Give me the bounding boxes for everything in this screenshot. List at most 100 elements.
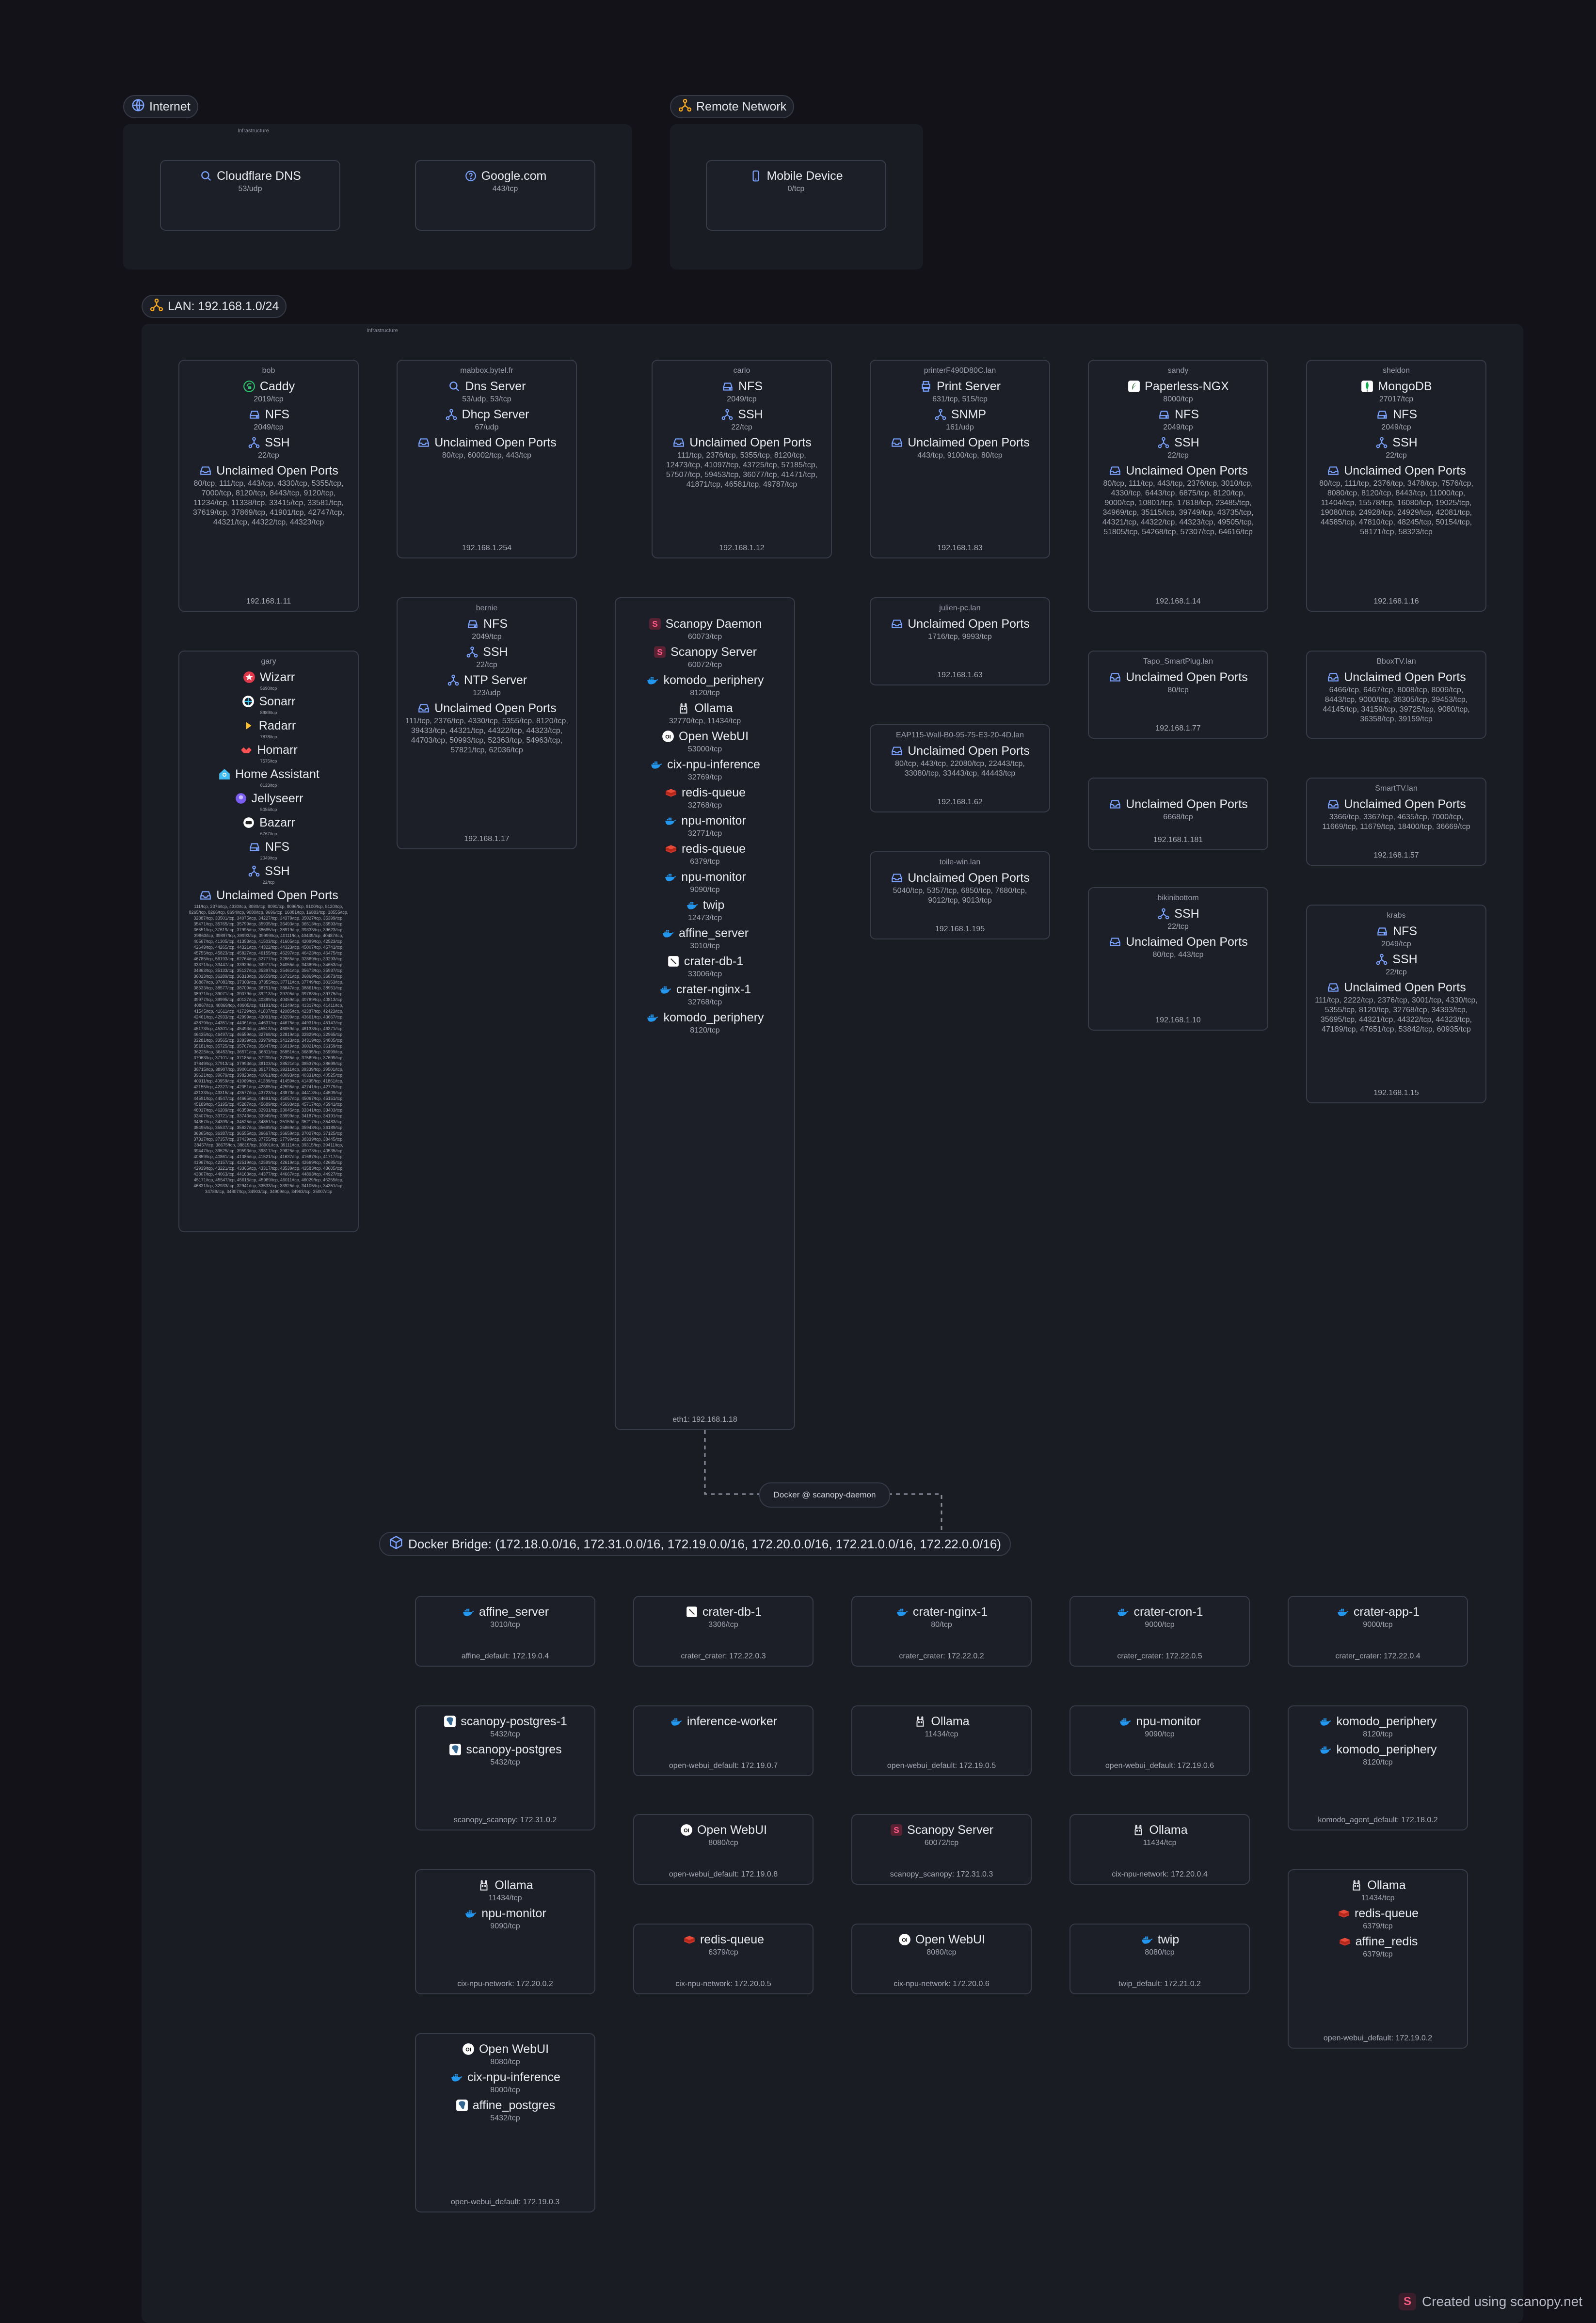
service-entry[interactable]: inference-worker [634,1714,813,1729]
lan-group-label[interactable]: LAN: 192.168.1.0/24 [142,295,287,318]
credit[interactable]: S Created using scanopy.net [1398,2293,1582,2310]
docker-host-label[interactable]: Docker @ scanopy-daemon [759,1482,890,1508]
docker-bridge-label[interactable]: Docker Bridge: (172.18.0.0/16, 172.31.0.… [379,1532,1011,1556]
